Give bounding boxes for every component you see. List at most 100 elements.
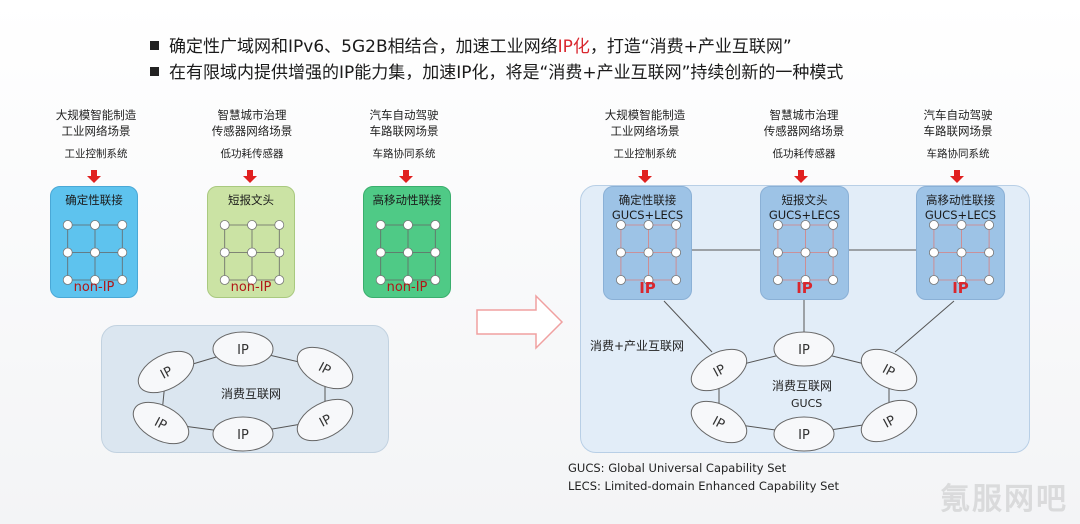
square-bullet-icon — [150, 67, 159, 76]
ip-label: IP — [639, 279, 656, 297]
domain-links — [663, 249, 955, 353]
node-icon — [956, 275, 967, 285]
node-icon — [828, 275, 838, 285]
node-icon — [773, 247, 783, 258]
node-icon — [117, 275, 128, 285]
scenario-city-left: 智慧城市治理传感器网络场景 低功耗传感器 — [204, 107, 300, 162]
node-icon — [62, 275, 73, 285]
node-icon — [430, 247, 441, 258]
node-icon — [62, 247, 73, 258]
watermark: 氪服网吧 — [940, 482, 1068, 517]
node-icon — [800, 220, 811, 230]
mesh-grid — [929, 220, 994, 285]
gucs-label: GUCS — [791, 397, 823, 410]
system-label: 工业控制系统 — [64, 148, 128, 160]
transition-arrow-icon — [476, 294, 564, 350]
node-icon — [984, 220, 994, 230]
node-icon — [403, 247, 413, 258]
ip-node: IP — [132, 401, 190, 445]
node-icon — [274, 220, 285, 230]
node-icon — [403, 275, 413, 285]
node-icon — [430, 275, 441, 285]
node-icon — [616, 220, 626, 230]
ip-node: IP — [212, 416, 274, 452]
mesh-grid — [773, 220, 838, 285]
node-icon — [274, 247, 285, 258]
node-icon — [984, 275, 994, 285]
ip-node: IP — [690, 348, 748, 392]
node-icon — [117, 220, 128, 230]
nonip-label: non-IP — [73, 280, 115, 295]
scenario-manufacturing-left: 大规模智能制造工业网络场景 工业控制系统 — [48, 107, 144, 162]
system-label: 低功耗传感器 — [220, 148, 284, 160]
node-icon — [671, 247, 681, 258]
consumer-internet-label-left: 消费互联网 — [221, 387, 282, 401]
node-icon — [929, 220, 939, 230]
scenario-vehicle-right: 汽车自动驾驶车路联网场景 车路协同系统 — [910, 107, 1006, 162]
node-icon — [90, 275, 100, 285]
domain-deterministic-nonip: 确定性联接 non-IP — [50, 186, 138, 298]
node-icon — [828, 220, 838, 230]
node-icon — [800, 275, 811, 285]
mesh-grid — [375, 220, 441, 285]
node-icon — [375, 247, 386, 258]
mesh-grid — [62, 220, 128, 285]
legend-lecs: LECS: Limited-domain Enhanced Capability… — [568, 479, 839, 493]
headline-bullets: 确定性广域网和IPv6、5G2B相结合，加速工业网络IP化，打造“消费+产业互联… — [150, 34, 843, 86]
node-icon — [219, 220, 230, 230]
node-icon — [403, 220, 413, 230]
scenario-city-right: 智慧城市治理传感器网络场景 低功耗传感器 — [752, 107, 856, 162]
node-icon — [247, 247, 257, 258]
node-icon — [956, 220, 967, 230]
ip-node-label: IP — [237, 343, 249, 358]
node-icon — [800, 247, 811, 258]
bullet-1: 确定性广域网和IPv6、5G2B相结合，加速工业网络IP化，打造“消费+产业互联… — [150, 34, 843, 60]
legend-gucs: GUCS: Global Universal Capability Set — [568, 461, 787, 475]
scenario-vehicle-left: 汽车自动驾驶车路联网场景 车路协同系统 — [356, 107, 452, 162]
ip-node: IP — [860, 348, 918, 392]
ip-node-label: IP — [798, 343, 810, 358]
domain-mobility-nonip: 高移动性联接 non-IP — [363, 186, 451, 298]
ip-node-label: IP — [798, 428, 810, 443]
ip-node-label: IP — [237, 428, 249, 443]
node-icon — [671, 275, 681, 285]
ip-node: IP — [212, 331, 274, 367]
ip-label: IP — [796, 279, 813, 297]
mesh-grid — [219, 220, 285, 285]
node-icon — [247, 275, 257, 285]
node-icon — [984, 247, 994, 258]
node-icon — [90, 247, 100, 258]
scenario-manufacturing-right: 大规模智能制造工业网络场景 工业控制系统 — [597, 107, 693, 162]
node-icon — [956, 247, 967, 258]
ip-node: IP — [860, 399, 918, 443]
nonip-label: non-IP — [230, 280, 272, 295]
node-icon — [62, 220, 73, 230]
system-label: 工业控制系统 — [613, 148, 677, 160]
node-icon — [117, 247, 128, 258]
ip-node: IP — [773, 416, 835, 452]
ip-label: IP — [952, 279, 969, 297]
node-icon — [643, 275, 654, 285]
node-icon — [274, 275, 285, 285]
nonip-label: non-IP — [386, 280, 428, 295]
ip-node: IP — [773, 331, 835, 367]
node-icon — [616, 247, 626, 258]
system-label: 车路协同系统 — [372, 148, 436, 160]
node-icon — [929, 247, 939, 258]
consumer-internet-label-right: 消费互联网 — [772, 379, 833, 393]
ip-node: IP — [296, 398, 354, 442]
system-label: 低功耗传感器 — [772, 148, 836, 160]
highlight-text: IP化 — [557, 37, 590, 57]
domain-short-header-nonip: 短报文头 non-IP — [207, 186, 295, 298]
node-icon — [643, 220, 654, 230]
ip-node: IP — [690, 400, 748, 444]
node-icon — [643, 247, 654, 258]
node-icon — [90, 220, 100, 230]
node-icon — [929, 275, 939, 285]
system-label: 车路协同系统 — [926, 148, 990, 160]
square-bullet-icon — [150, 41, 159, 50]
node-icon — [671, 220, 681, 230]
